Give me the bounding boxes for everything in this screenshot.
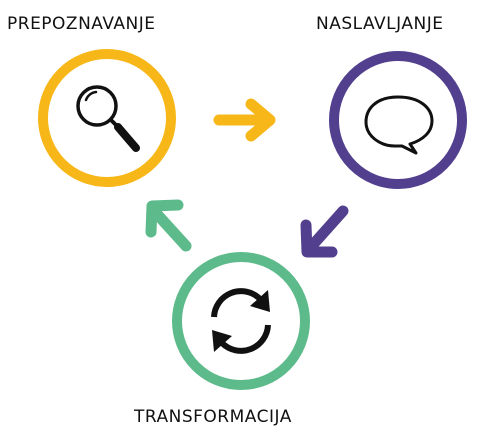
refresh-cycle-icon — [211, 288, 271, 354]
refresh-arrowheads — [212, 290, 270, 352]
magnifier-icon — [76, 85, 140, 152]
arrow-up-left-icon — [145, 199, 192, 252]
arrow-down-left-icon — [300, 205, 349, 258]
arrow-shaft-2 — [304, 205, 349, 254]
stage-label-naslavljanje: NASLAVLJANJE — [316, 14, 444, 34]
stage-ring-naslavljanje — [329, 51, 467, 189]
arrow-shaft-3 — [150, 207, 192, 252]
arrow-head-2 — [300, 219, 338, 258]
stage-node-transformacija — [172, 252, 310, 390]
stage-node-naslavljanje — [329, 51, 467, 189]
speech-bubble-icon — [364, 95, 434, 155]
arrow-head-3 — [145, 199, 184, 238]
stage-label-prepoznavanje: PREPOZNAVANJE — [7, 14, 156, 34]
stage-label-transformacija: TRANSFORMACIJA — [134, 407, 292, 427]
arrow-right-icon — [213, 98, 276, 142]
stage-ring-transformacija — [172, 252, 310, 390]
stage-ring-prepoznavanje — [38, 49, 176, 187]
stage-node-prepoznavanje — [38, 49, 176, 187]
arrow-head-1 — [245, 98, 276, 142]
